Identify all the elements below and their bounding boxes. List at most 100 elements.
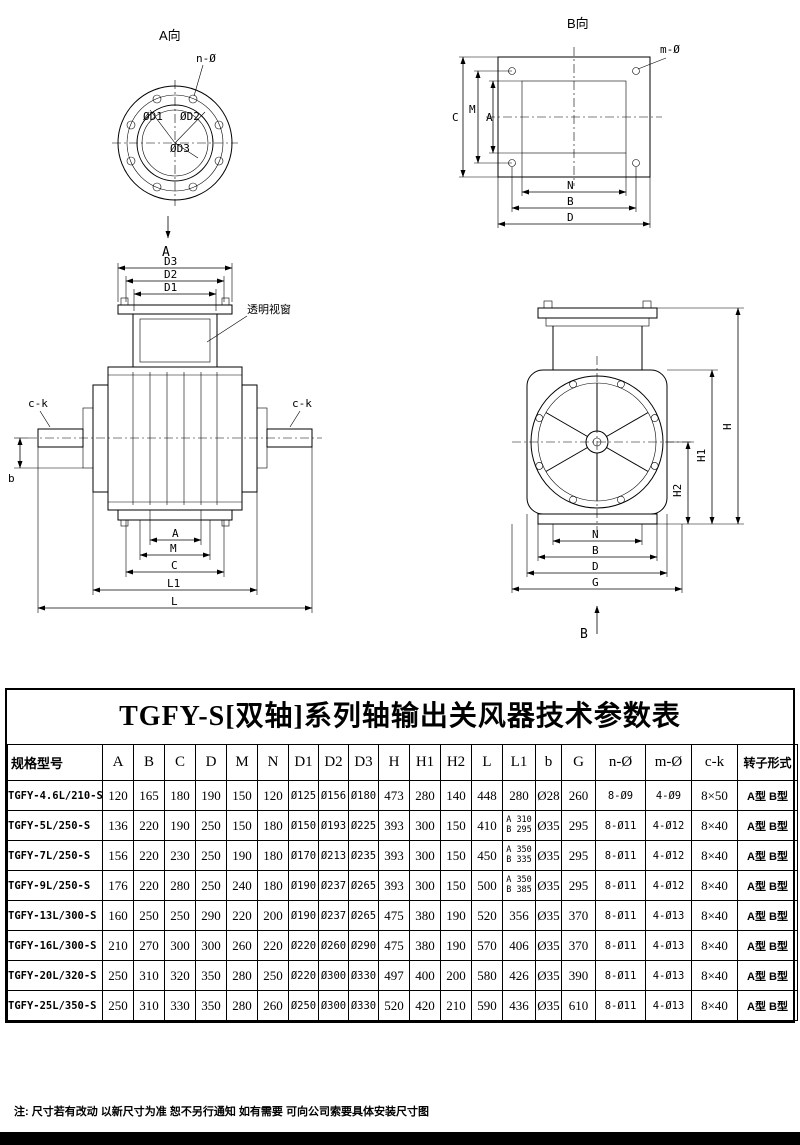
table-cell: 450 bbox=[471, 840, 503, 871]
table-cell: 8×40 bbox=[691, 960, 738, 991]
table-cell: A型 B型 bbox=[737, 990, 798, 1021]
table-cell: 570 bbox=[471, 930, 503, 961]
view-a-flange bbox=[112, 64, 238, 239]
table-cell: 190 bbox=[226, 840, 258, 871]
table-cell: 370 bbox=[561, 930, 596, 961]
table-cell: 8-Ø11 bbox=[595, 930, 646, 961]
column-header: L bbox=[471, 744, 503, 781]
table-cell: 610 bbox=[561, 990, 596, 1021]
dim-label-h: H bbox=[721, 423, 734, 430]
section-a-label: A bbox=[162, 245, 170, 260]
table-cell: 4-Ø12 bbox=[645, 870, 692, 901]
table-cell: 180 bbox=[164, 780, 196, 811]
table-cell: TGFY-16L/300-S bbox=[7, 930, 103, 961]
table-cell: Ø156 bbox=[318, 780, 349, 811]
table-cell: 250 bbox=[102, 990, 134, 1021]
column-header: n-Ø bbox=[595, 744, 646, 781]
table-cell: 295 bbox=[561, 840, 596, 871]
footnote: 注: 尺寸若有改动 以新尺寸为准 恕不另行通知 如有需要 可向公司索要具体安装尺… bbox=[14, 1106, 429, 1118]
table-cell: Ø300 bbox=[318, 990, 349, 1021]
table-cell: 250 bbox=[133, 900, 165, 931]
sight-window bbox=[139, 318, 211, 363]
sight-window-label: 透明视窗 bbox=[247, 302, 291, 316]
column-header: 转子形式 bbox=[737, 744, 798, 781]
table-cell: 280 bbox=[226, 960, 258, 991]
table-cell: 300 bbox=[409, 810, 441, 841]
dim-label-b: b bbox=[8, 472, 15, 485]
table-cell: 8-Ø11 bbox=[595, 840, 646, 871]
table-cell: 120 bbox=[257, 780, 289, 811]
bolt-holes bbox=[126, 94, 224, 192]
table-cell: 300 bbox=[164, 930, 196, 961]
table-cell: 426 bbox=[502, 960, 536, 991]
table-cell: 4-Ø12 bbox=[645, 810, 692, 841]
dim-label-h2: H2 bbox=[671, 484, 684, 497]
table-cell: 250 bbox=[164, 900, 196, 931]
table-cell: 180 bbox=[257, 840, 289, 871]
table-cell: 410 bbox=[471, 810, 503, 841]
dimension-lines-bottom bbox=[511, 514, 683, 593]
window-housing bbox=[132, 313, 218, 368]
table-cell: 220 bbox=[257, 930, 289, 961]
table-cell: 356 bbox=[502, 900, 536, 931]
column-header: H bbox=[378, 744, 410, 781]
table-cell: A型 B型 bbox=[737, 870, 798, 901]
table-cell: Ø35 bbox=[535, 810, 562, 841]
table-cell: Ø220 bbox=[288, 930, 319, 961]
table-cell: 300 bbox=[409, 870, 441, 901]
table-cell: 8-Ø11 bbox=[595, 900, 646, 931]
table-cell: 295 bbox=[561, 870, 596, 901]
dimension-lines bbox=[459, 56, 667, 228]
column-header: 规格型号 bbox=[7, 744, 103, 781]
left-shaft bbox=[37, 428, 84, 448]
table-cell: Ø180 bbox=[348, 780, 379, 811]
top-flange bbox=[117, 304, 233, 315]
table-cell: 230 bbox=[164, 840, 196, 871]
table-cell: 160 bbox=[102, 900, 134, 931]
dim-label-l: L bbox=[171, 595, 178, 608]
table-cell: 4-Ø13 bbox=[645, 990, 692, 1021]
centerlines bbox=[512, 356, 694, 532]
table-cell: Ø35 bbox=[535, 870, 562, 901]
table-cell: 330 bbox=[164, 990, 196, 1021]
table-cell: 473 bbox=[378, 780, 410, 811]
table-cell: 280 bbox=[164, 870, 196, 901]
table-cell: Ø150 bbox=[288, 810, 319, 841]
column-header: D bbox=[195, 744, 227, 781]
table-cell: 190 bbox=[195, 780, 227, 811]
table-cell: 150 bbox=[440, 840, 472, 871]
bottom-flange bbox=[117, 509, 233, 521]
table-cell: Ø225 bbox=[348, 810, 379, 841]
section-b-label: B bbox=[580, 627, 588, 642]
column-header: D2 bbox=[318, 744, 349, 781]
table-cell: Ø330 bbox=[348, 990, 379, 1021]
table-cell: 8×40 bbox=[691, 840, 738, 871]
table-cell: 393 bbox=[378, 840, 410, 871]
table-cell: Ø35 bbox=[535, 930, 562, 961]
dim-label-l1: L1 bbox=[167, 577, 180, 590]
table-cell: 8-Ø11 bbox=[595, 810, 646, 841]
table-cell: TGFY-9L/250-S bbox=[7, 870, 103, 901]
column-header: C bbox=[164, 744, 196, 781]
dim-label-m: M bbox=[170, 542, 177, 555]
table-cell: 250 bbox=[195, 870, 227, 901]
table-cell: 300 bbox=[195, 930, 227, 961]
table-cell: 420 bbox=[409, 990, 441, 1021]
table-cell: 220 bbox=[133, 810, 165, 841]
table-cell: 150 bbox=[226, 810, 258, 841]
table-cell: 240 bbox=[226, 870, 258, 901]
table-cell: 370 bbox=[561, 900, 596, 931]
view-b-title: B向 bbox=[567, 16, 589, 31]
dim-label-d2: D2 bbox=[164, 268, 177, 281]
table-cell: 8-Ø9 bbox=[595, 780, 646, 811]
dim-label-d1: D1 bbox=[164, 281, 177, 294]
table-cell: 250 bbox=[195, 810, 227, 841]
